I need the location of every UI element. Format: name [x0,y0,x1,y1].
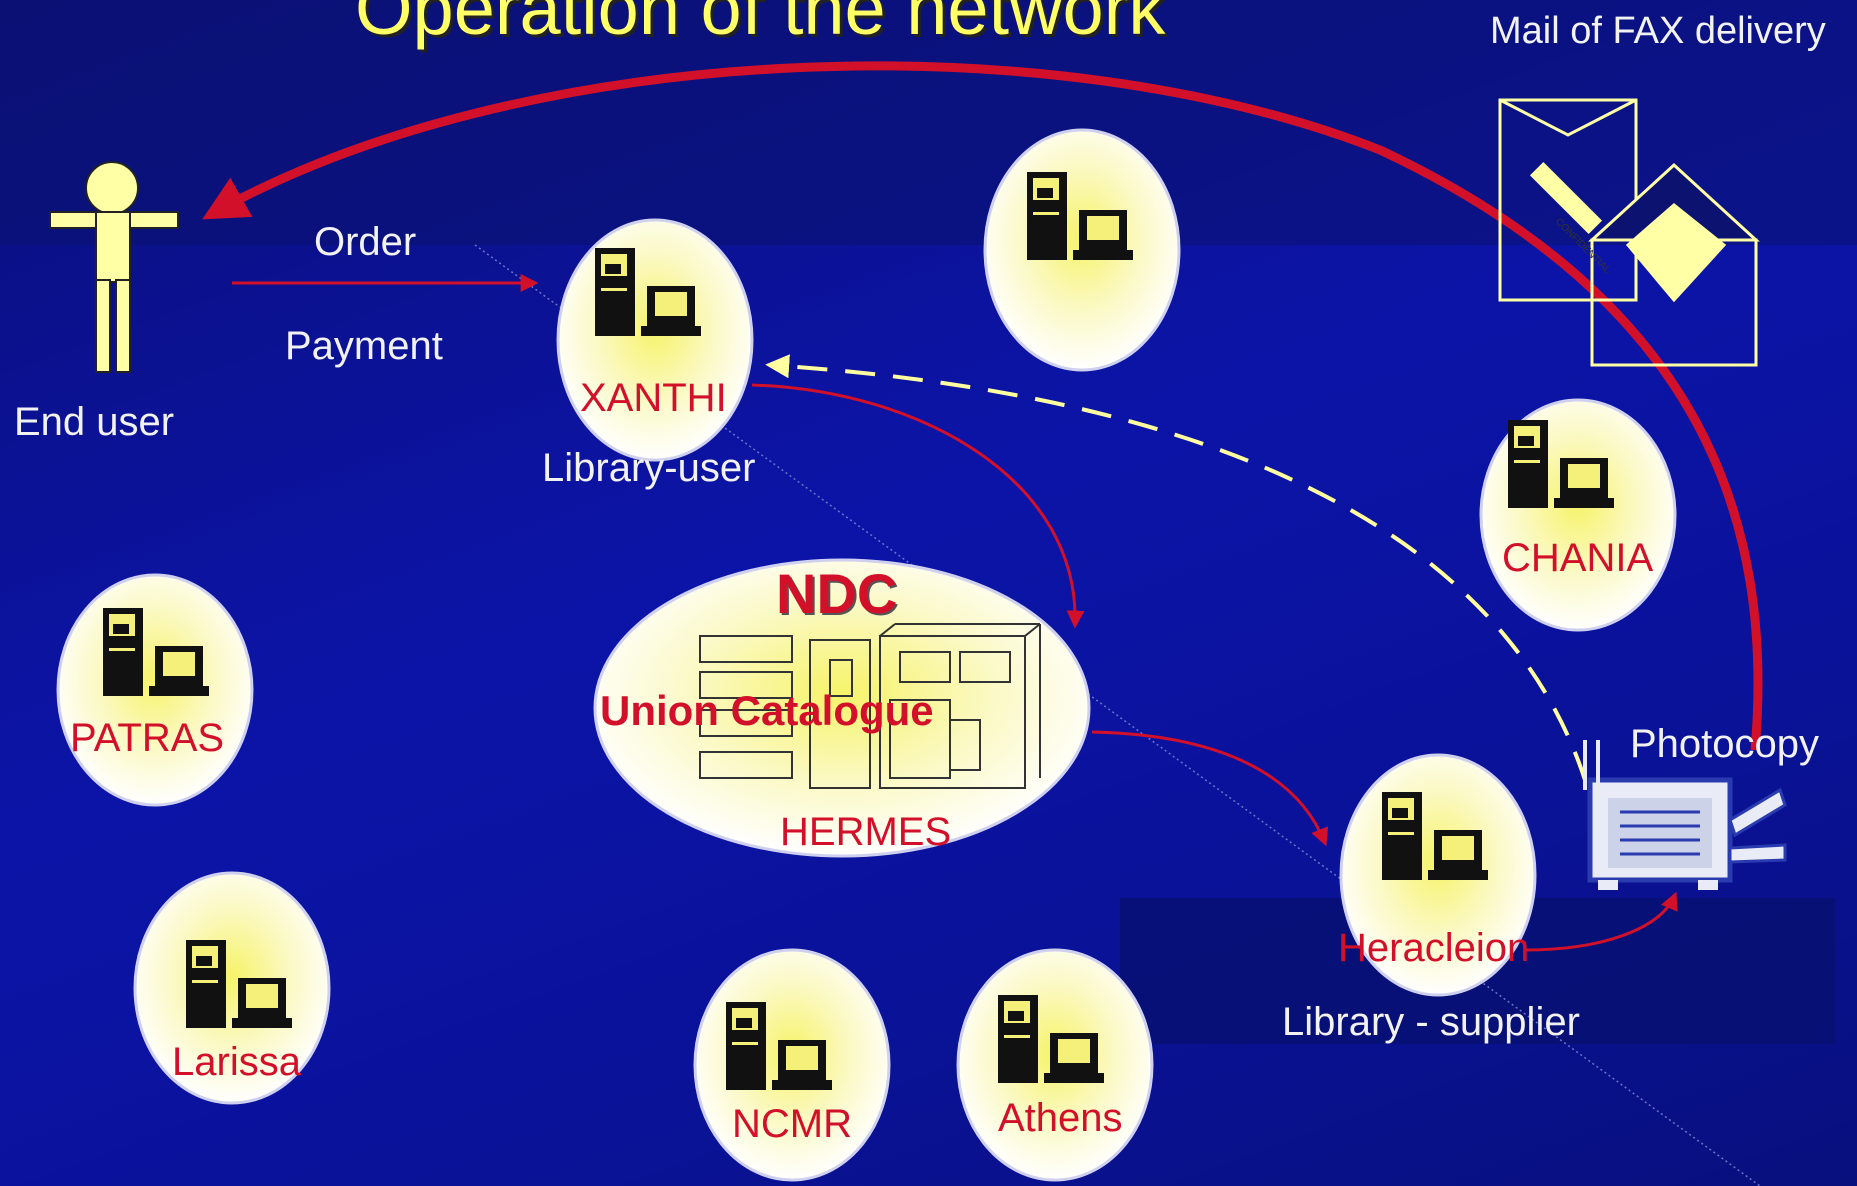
node-label-xanthi: XANTHI [580,376,727,420]
page-title: Operation of the network [355,0,1166,50]
node-ncmr [693,948,891,1182]
order-label: Order [314,220,417,264]
delivery-arrow [202,61,1763,751]
node-label-heracleion: Heracleion [1338,926,1530,970]
node-xanthi [556,218,754,462]
node-athens [956,948,1154,1182]
forward-arrow [1091,730,1329,847]
node-chania [1479,398,1677,632]
mail-fax-label: Mail of FAX delivery [1490,10,1826,52]
library-supplier-label: Library - supplier [1282,1000,1580,1044]
end-user-label: End user [14,400,175,444]
photocopier-icon [1583,740,1787,890]
node-label-patras: PATRAS [70,716,225,760]
node-label-larissa: Larissa [172,1040,301,1084]
node-label-chania: CHANIA [1502,536,1654,580]
copy-arrow [1524,891,1678,952]
ndc-system-label: HERMES [780,810,952,854]
ndc-title: NDC [776,562,898,625]
dashed-return-arrow [765,354,1587,781]
node-larissa [133,871,331,1105]
ndc-catalogue-label: Union Catalogue [600,687,934,734]
node-ndc [593,558,1091,858]
library-user-label: Library-user [542,446,756,490]
end-user-icon [49,161,179,373]
request-arrow [751,383,1085,629]
header-band [0,0,1857,245]
node-label-athens: Athens [998,1096,1123,1140]
node-unnamed [983,128,1181,372]
server-rack-icon [699,623,1041,789]
envelope-icon [1498,98,1760,367]
node-patras [56,573,254,807]
node-heracleion [1339,753,1537,997]
payment-label: Payment [285,324,443,368]
node-label-ncmr: NCMR [732,1102,852,1146]
photocopy-label: Photocopy [1630,722,1820,766]
